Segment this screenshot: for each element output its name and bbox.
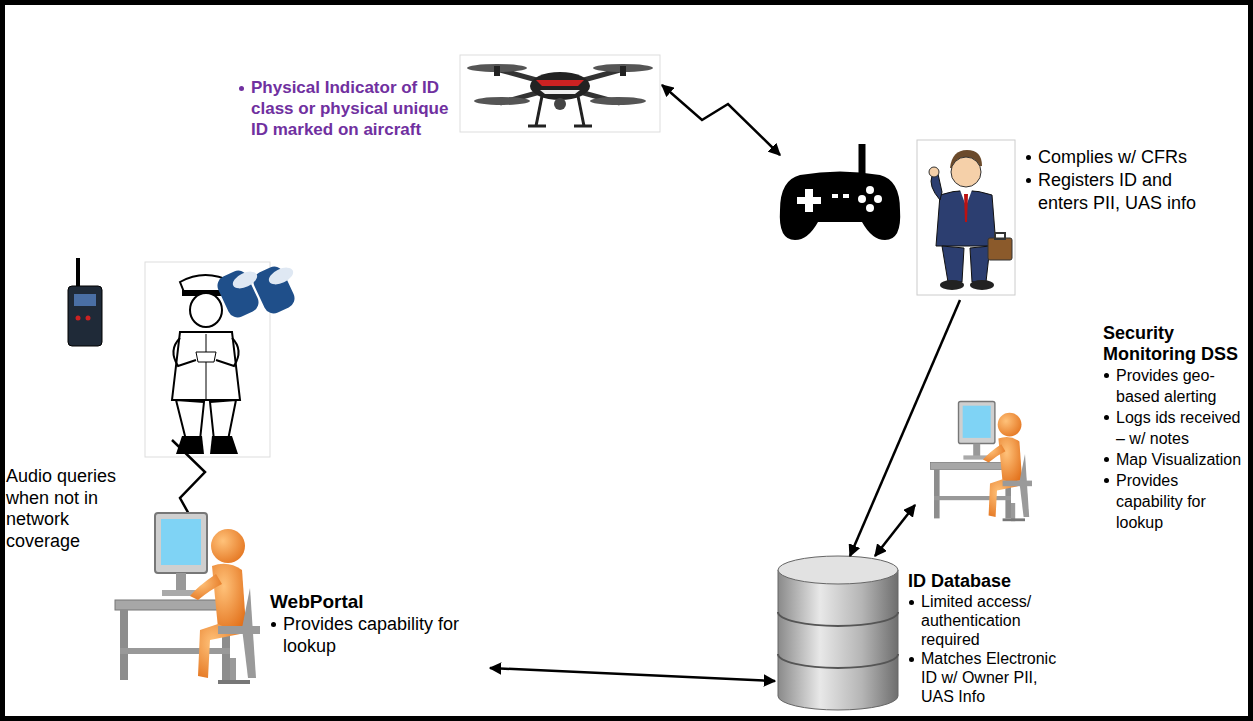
webportal-node: WebPortalProvides capability for lookup [100,508,490,688]
bullet-text: Complies w/ CFRs [1025,146,1201,169]
police-officer-picture [68,258,270,457]
node-heading: Security Monitoring DSS [1103,323,1248,365]
bullet-text: Matches Electronic ID w/ Owner PII, UAS … [908,649,1070,706]
security-monitoring-node: Security Monitoring DSSProvides geo-base… [915,320,1250,537]
text-column: Complies w/ CFRsRegisters ID and enters … [1025,140,1201,215]
database-cylinder [778,556,898,710]
controller-picture [780,144,900,240]
connector-arrow [875,505,915,556]
bullet-text: Registers ID and enters PII, UAS info [1025,169,1201,215]
bullet-text: Limited access/ authentication required [908,592,1070,649]
operator-node: Complies w/ CFRsRegisters ID and enters … [780,140,1250,300]
connector-arrow [850,300,960,556]
bullet-text: Physical Indicator of ID class or physic… [238,77,458,140]
bullet-text: Logs ids received – w/ notes [1103,407,1248,449]
text-column: Physical Indicator of ID class or physic… [238,55,458,140]
bullet-text: Provides capability for lookup [270,613,470,657]
text-column: ID DatabaseLimited access/ authenticatio… [908,556,1070,706]
note-label: Audio queries when not in network covera… [6,466,146,552]
dss-operator-picture [931,402,1033,522]
database-node: ID DatabaseLimited access/ authenticatio… [775,556,1075,711]
node-heading: ID Database [908,570,1070,592]
bullet-text: Provides geo-based alerting [1103,365,1248,407]
drone-node: Physical Indicator of ID class or physic… [232,55,662,144]
radio-link [172,440,205,516]
binoculars-picture [214,263,298,320]
drone-picture [460,55,660,132]
operator-picture [917,140,1015,295]
bullet-text: Provides capability for lookup [1103,470,1248,533]
node-heading: WebPortal [270,590,470,613]
bullet-text: Map Visualization [1103,449,1248,470]
connector-arrow [490,668,775,681]
text-column: Security Monitoring DSSProvides geo-base… [1103,320,1248,533]
text-column: WebPortalProvides capability for lookup [270,508,470,657]
connector-arrow [662,85,780,155]
